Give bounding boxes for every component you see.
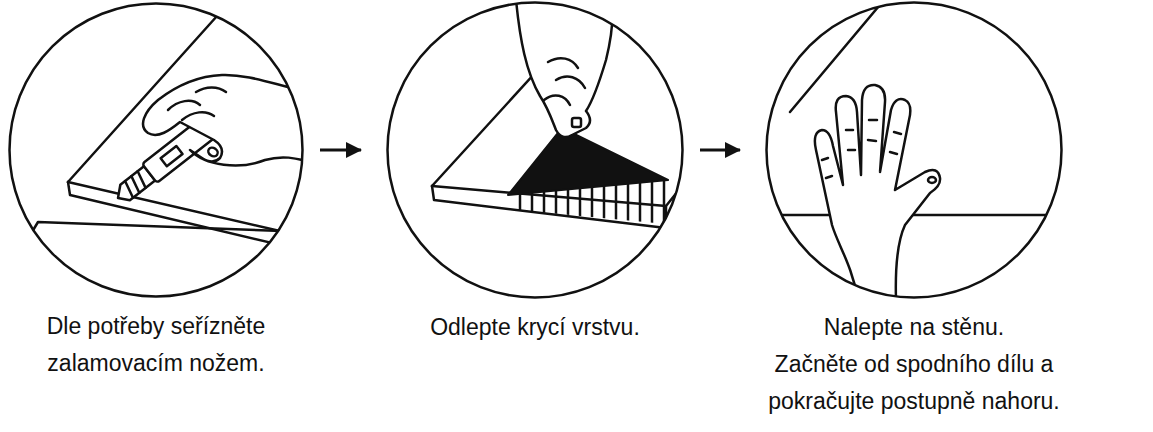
step-caption: Dle potřeby seřízněte zalamovacím nožem. [21, 308, 291, 382]
caption-text: Začněte od spodního dílu a pokračujte po… [749, 346, 1079, 420]
step-circle: Dle potřeby seřízněte zalamovacím nožem. [8, 2, 304, 298]
caption-text: Odlepte krycí vrstvu. [385, 309, 685, 346]
step-arrow [320, 149, 361, 152]
step-circle: Nalepte na stěnu.Začněte od spodního díl… [765, 1, 1063, 299]
circle-border [10, 4, 303, 297]
circle-outline [386, 1, 684, 299]
circle-border [767, 3, 1062, 298]
circle-border [388, 3, 683, 298]
cutting-illustration [20, 6, 310, 252]
pressing-illustration [760, 0, 1070, 300]
caption-text: Nalepte na stěnu. [749, 309, 1079, 346]
circle-outline [765, 1, 1063, 299]
step-caption: Odlepte krycí vrstvu. [385, 309, 685, 346]
step-caption: Nalepte na stěnu.Začněte od spodního díl… [749, 309, 1079, 420]
circle-outline [8, 2, 304, 298]
caption-text: Dle potřeby seřízněte zalamovacím nožem. [21, 308, 291, 382]
step-circle: Odlepte krycí vrstvu. [386, 1, 684, 299]
peeling-illustration [432, 0, 690, 230]
step-arrow [700, 149, 740, 152]
